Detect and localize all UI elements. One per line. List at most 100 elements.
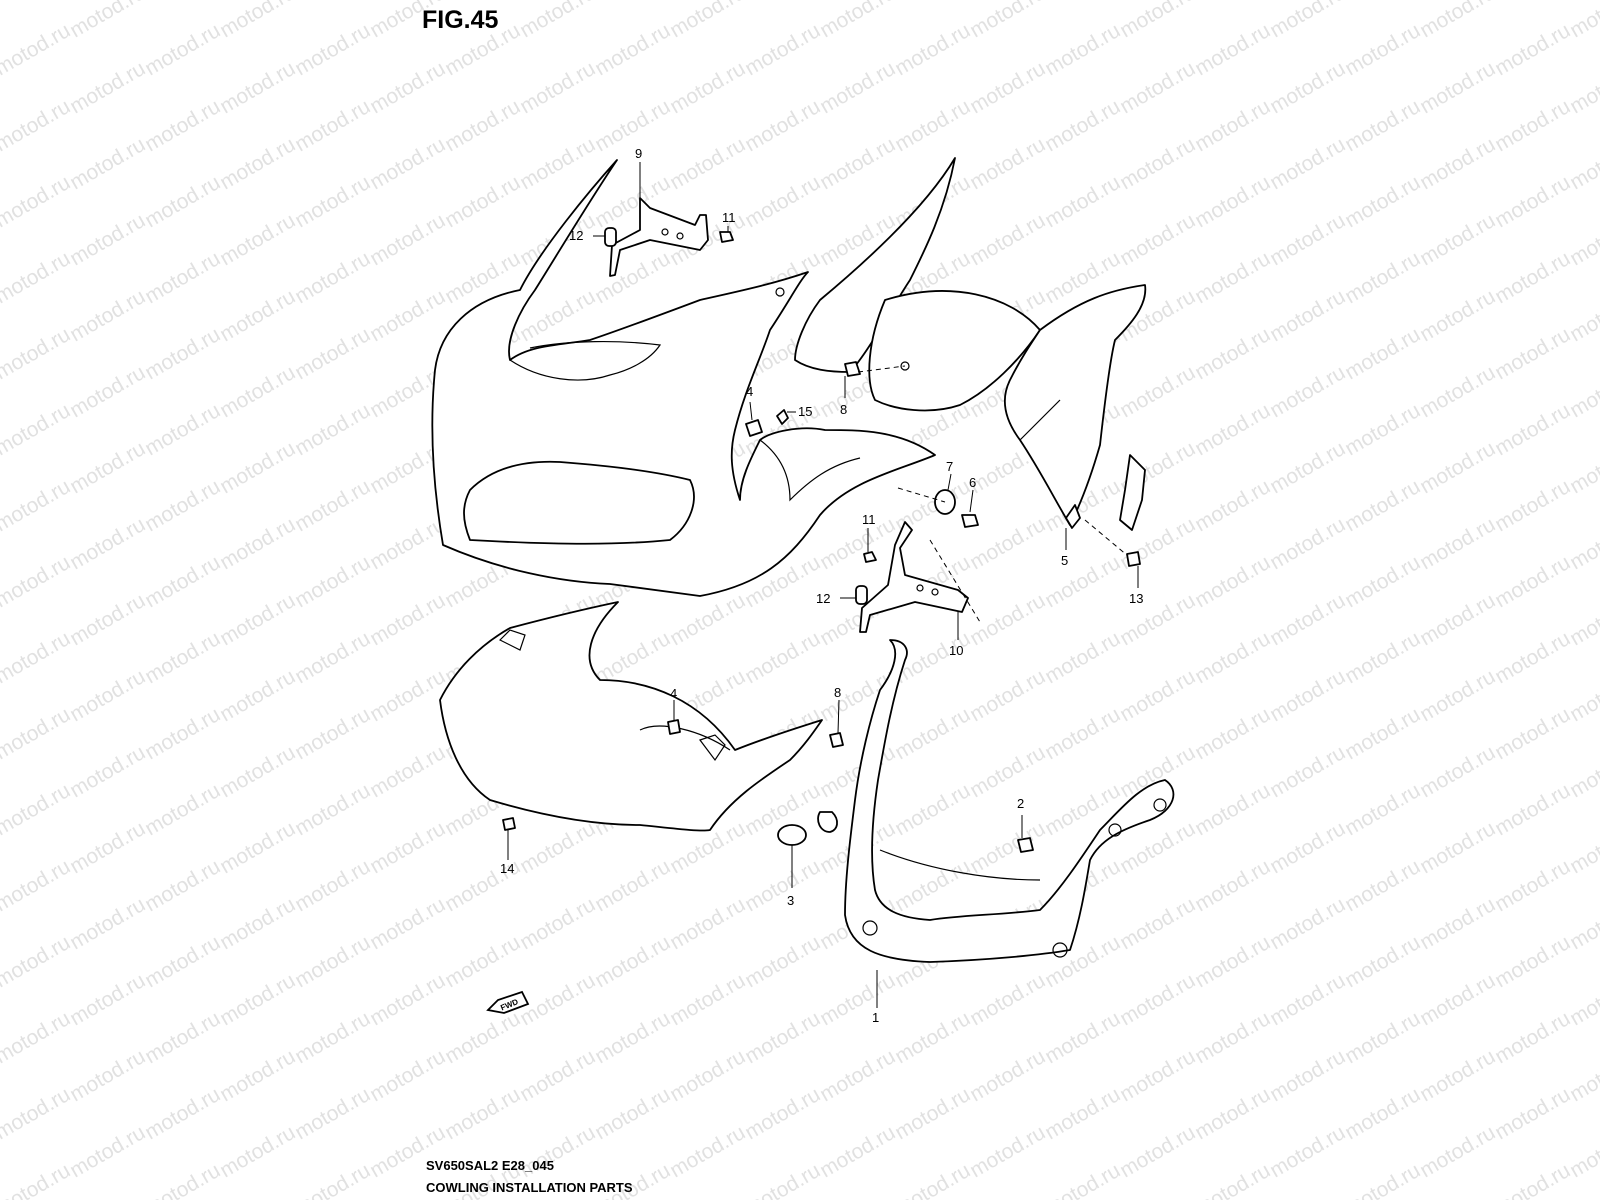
watermark-text: motod.ru bbox=[591, 931, 674, 992]
rubber-12-mid bbox=[855, 585, 868, 605]
watermark-text: motod.ru bbox=[666, 589, 749, 650]
bracket-9 bbox=[609, 197, 709, 277]
watermark-text: motod.ru bbox=[1116, 133, 1199, 194]
watermark-text: motod.ru bbox=[66, 741, 149, 802]
screw-14 bbox=[502, 817, 516, 831]
watermark-text: motod.ru bbox=[741, 1083, 824, 1144]
watermark-text: motod.ru bbox=[1191, 323, 1274, 384]
watermark-text: motod.ru bbox=[966, 209, 1049, 270]
watermark-text: motod.ru bbox=[216, 57, 299, 118]
watermark-text: motod.ru bbox=[891, 779, 974, 840]
watermark-text: motod.ru bbox=[1116, 665, 1199, 726]
callout-2: 2 bbox=[1017, 796, 1024, 811]
watermark-text: motod.ru bbox=[1491, 1007, 1574, 1068]
watermark-text: motod.ru bbox=[741, 1159, 824, 1200]
watermark-text: motod.ru bbox=[291, 171, 374, 232]
leader-lines bbox=[507, 162, 1139, 1008]
watermark-text: motod.ru bbox=[966, 57, 1049, 118]
watermark-text: motod.ru bbox=[141, 475, 224, 536]
watermark-text: motod.ru bbox=[891, 95, 974, 156]
watermark-text: motod.ru bbox=[216, 741, 299, 802]
watermark-text: motod.ru bbox=[141, 171, 224, 232]
watermark-text: motod.ru bbox=[1491, 627, 1574, 688]
callout-11a: 11 bbox=[722, 210, 736, 225]
watermark-text: motod.ru bbox=[1191, 931, 1274, 992]
watermark-text: motod.ru bbox=[516, 1045, 599, 1106]
nut-5 bbox=[1065, 504, 1081, 529]
watermark-text: motod.ru bbox=[141, 703, 224, 764]
nut-4-mid bbox=[667, 719, 681, 735]
watermark-text: motod.ru bbox=[1491, 855, 1574, 916]
watermark-text: motod.ru bbox=[1266, 893, 1349, 954]
watermark-text: motod.ru bbox=[1041, 0, 1124, 4]
watermark-text: motod.ru bbox=[1191, 0, 1274, 4]
watermark-text: motod.ru bbox=[1416, 817, 1499, 878]
screw-8-mid bbox=[829, 732, 844, 748]
rubber-12-top bbox=[604, 227, 617, 247]
watermark-text: motod.ru bbox=[291, 247, 374, 308]
watermark-text: motod.ru bbox=[1566, 817, 1600, 878]
watermark-text: motod.ru bbox=[441, 171, 524, 232]
watermark-text: motod.ru bbox=[1266, 209, 1349, 270]
watermark-text: motod.ru bbox=[1041, 627, 1124, 688]
figure-title: FIG.45 bbox=[422, 6, 499, 34]
screw-15 bbox=[776, 409, 789, 425]
watermark-text: motod.ru bbox=[1341, 323, 1424, 384]
watermark-text: motod.ru bbox=[966, 1121, 1049, 1182]
watermark-text: motod.ru bbox=[1191, 627, 1274, 688]
watermark-text: motod.ru bbox=[441, 1083, 524, 1144]
watermark-text: motod.ru bbox=[1191, 247, 1274, 308]
callout-13: 13 bbox=[1129, 591, 1143, 606]
watermark-text: motod.ru bbox=[1491, 247, 1574, 308]
watermark-text: motod.ru bbox=[1341, 171, 1424, 232]
watermark-text: motod.ru bbox=[1116, 1045, 1199, 1106]
watermark-text: motod.ru bbox=[441, 0, 524, 4]
watermark-text: motod.ru bbox=[1341, 931, 1424, 992]
watermark-text: motod.ru bbox=[741, 0, 824, 4]
watermark-text: motod.ru bbox=[1191, 399, 1274, 460]
watermark-text: motod.ru bbox=[66, 1045, 149, 1106]
watermark-text: motod.ru bbox=[591, 627, 674, 688]
watermark-text: motod.ru bbox=[141, 247, 224, 308]
watermark-text: motod.ru bbox=[0, 1083, 74, 1144]
watermark-text: motod.ru bbox=[1566, 1045, 1600, 1106]
watermark-text: motod.ru bbox=[0, 0, 74, 4]
watermark-text: motod.ru bbox=[0, 779, 74, 840]
watermark-text: motod.ru bbox=[1341, 627, 1424, 688]
watermark-text: motod.ru bbox=[1191, 703, 1274, 764]
watermark-text: motod.ru bbox=[816, 0, 899, 42]
watermark-text: motod.ru bbox=[291, 95, 374, 156]
watermark-text: motod.ru bbox=[891, 1083, 974, 1144]
bolt-2 bbox=[1017, 837, 1034, 853]
watermark-text: motod.ru bbox=[366, 969, 449, 1030]
watermark-text: motod.ru bbox=[1116, 57, 1199, 118]
watermark-text: motod.ru bbox=[1341, 0, 1424, 4]
watermark-text: motod.ru bbox=[141, 399, 224, 460]
watermark-text: motod.ru bbox=[591, 19, 674, 80]
watermark-text: motod.ru bbox=[1266, 513, 1349, 574]
watermark-text: motod.ru bbox=[1416, 589, 1499, 650]
watermark-text: motod.ru bbox=[291, 779, 374, 840]
model-code: SV650SAL2 E28_045 bbox=[426, 1158, 554, 1173]
watermark-text: motod.ru bbox=[1191, 1007, 1274, 1068]
watermark-text: motod.ru bbox=[366, 513, 449, 574]
watermark-text: motod.ru bbox=[891, 1159, 974, 1200]
watermark-text: motod.ru bbox=[0, 171, 74, 232]
watermark-text: motod.ru bbox=[1566, 589, 1600, 650]
watermark-text: motod.ru bbox=[291, 323, 374, 384]
watermark-text: motod.ru bbox=[1341, 551, 1424, 612]
upper-cowling bbox=[431, 159, 936, 597]
watermark-text: motod.ru bbox=[366, 1045, 449, 1106]
watermark-text: motod.ru bbox=[591, 1083, 674, 1144]
watermark-text: motod.ru bbox=[1116, 209, 1199, 270]
watermark-text: motod.ru bbox=[666, 133, 749, 194]
watermark-text: motod.ru bbox=[0, 855, 74, 916]
watermark-text: motod.ru bbox=[141, 1159, 224, 1200]
watermark-text: motod.ru bbox=[1566, 361, 1600, 422]
callout-3: 3 bbox=[787, 893, 794, 908]
watermark-text: motod.ru bbox=[1116, 893, 1199, 954]
watermark-text: motod.ru bbox=[366, 893, 449, 954]
watermark-text: motod.ru bbox=[1266, 741, 1349, 802]
watermark-text: motod.ru bbox=[291, 551, 374, 612]
watermark-text: motod.ru bbox=[1266, 361, 1349, 422]
